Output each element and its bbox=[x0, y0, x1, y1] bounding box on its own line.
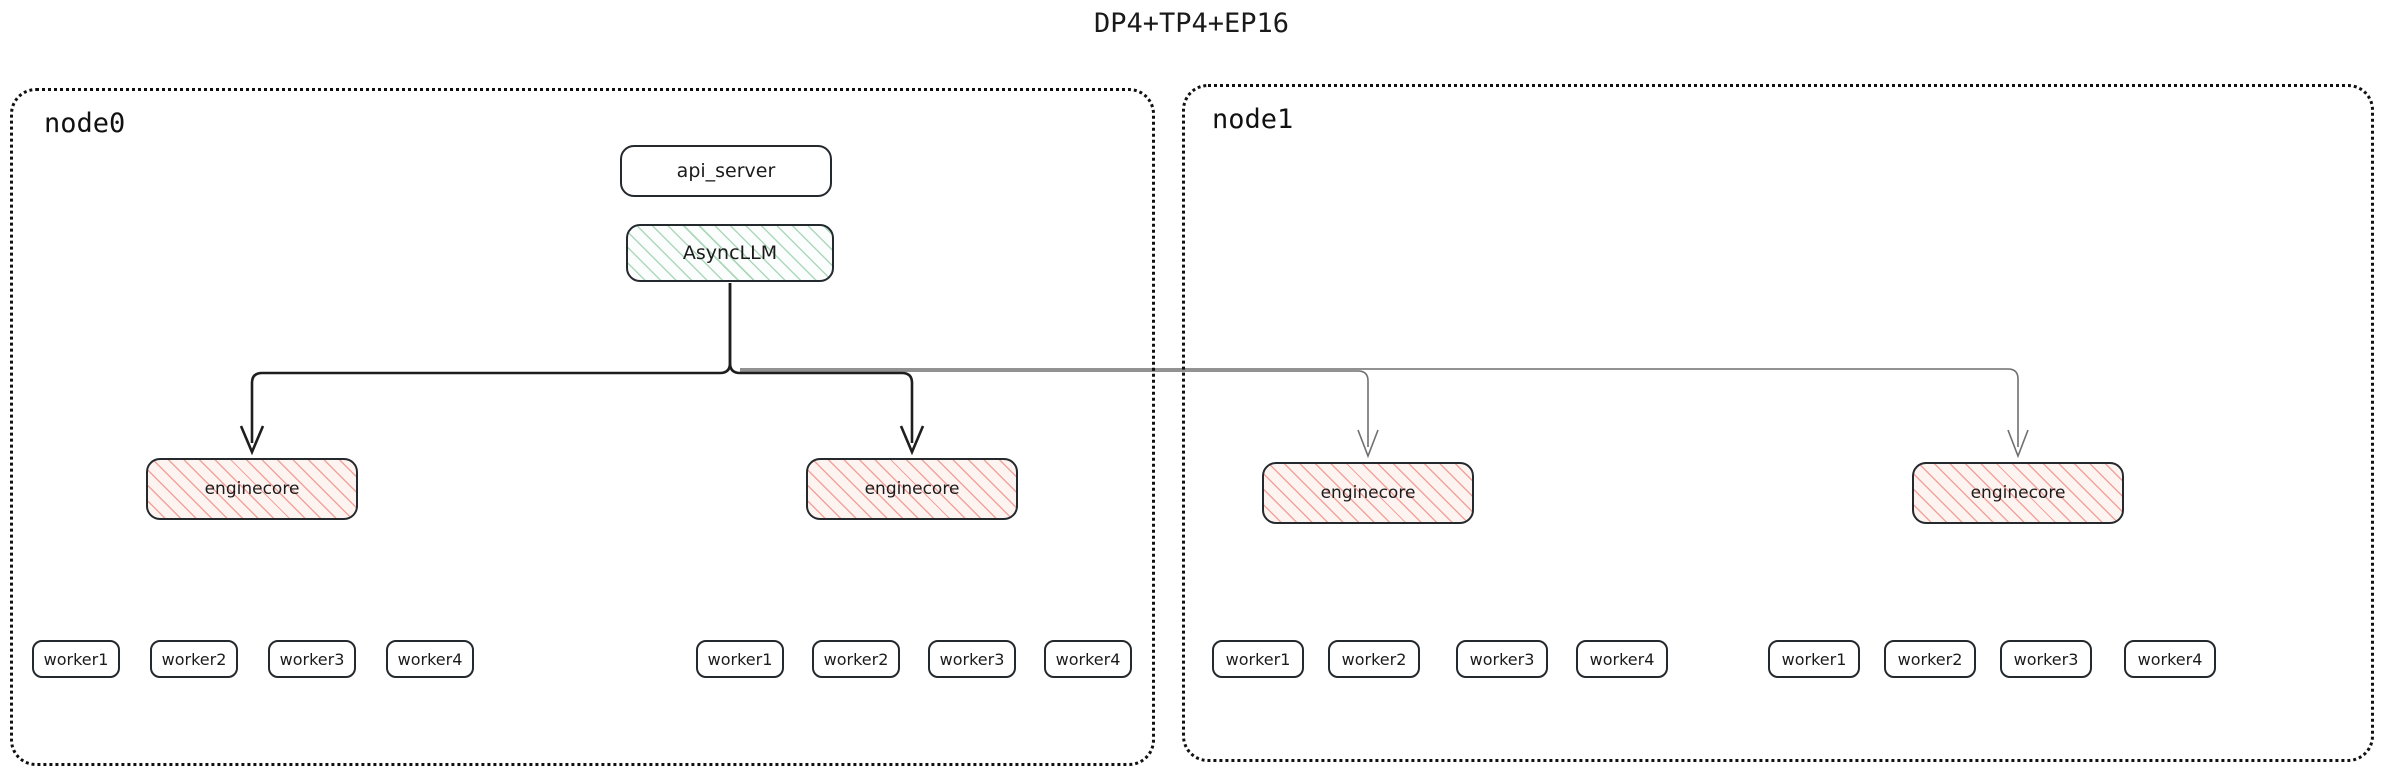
async-llm-box[interactable]: AsyncLLM bbox=[626, 224, 834, 282]
worker-box[interactable]: worker1 bbox=[696, 640, 784, 678]
worker-box[interactable]: worker3 bbox=[928, 640, 1016, 678]
worker-box[interactable]: worker1 bbox=[32, 640, 120, 678]
enginecore-node0-a[interactable]: enginecore bbox=[146, 458, 358, 520]
worker-box[interactable]: worker1 bbox=[1768, 640, 1860, 678]
api-server-box[interactable]: api_server bbox=[620, 145, 832, 197]
page-title: DP4+TP4+EP16 bbox=[1093, 8, 1290, 39]
enginecore-node1-a[interactable]: enginecore bbox=[1262, 462, 1474, 524]
worker-box[interactable]: worker2 bbox=[1884, 640, 1976, 678]
node-container-node1[interactable] bbox=[1182, 84, 2374, 762]
worker-box[interactable]: worker2 bbox=[1328, 640, 1420, 678]
node-label-node0: node0 bbox=[44, 108, 126, 139]
worker-box[interactable]: worker3 bbox=[268, 640, 356, 678]
worker-box[interactable]: worker4 bbox=[1044, 640, 1132, 678]
worker-box[interactable]: worker1 bbox=[1212, 640, 1304, 678]
worker-box[interactable]: worker3 bbox=[1456, 640, 1548, 678]
worker-box[interactable]: worker2 bbox=[812, 640, 900, 678]
worker-box[interactable]: worker3 bbox=[2000, 640, 2092, 678]
worker-box[interactable]: worker2 bbox=[150, 640, 238, 678]
node-container-node0[interactable] bbox=[10, 88, 1155, 766]
worker-box[interactable]: worker4 bbox=[386, 640, 474, 678]
worker-box[interactable]: worker4 bbox=[2124, 640, 2216, 678]
enginecore-node0-b[interactable]: enginecore bbox=[806, 458, 1018, 520]
enginecore-node1-b[interactable]: enginecore bbox=[1912, 462, 2124, 524]
node-label-node1: node1 bbox=[1212, 104, 1294, 135]
worker-box[interactable]: worker4 bbox=[1576, 640, 1668, 678]
